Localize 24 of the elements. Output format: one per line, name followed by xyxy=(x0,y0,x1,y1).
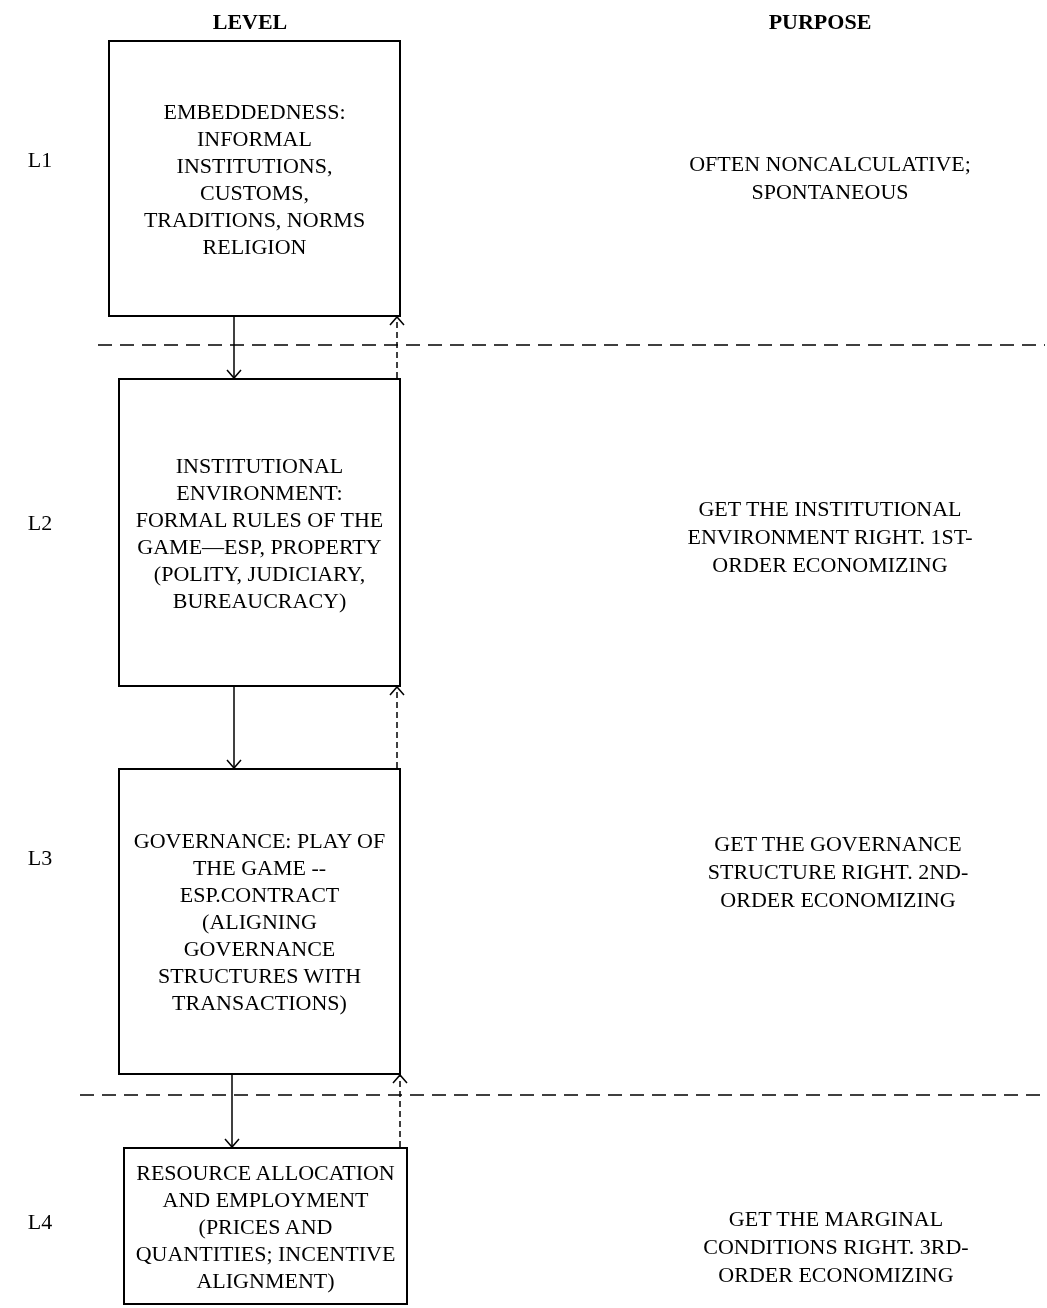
level-label: L4 xyxy=(26,1208,54,1236)
level-box xyxy=(118,768,401,1075)
arrow xyxy=(392,1074,408,1148)
box-text: GOVERNANCE: PLAY OF THE GAME --ESP.CONTRACT (ALIGNING GOVERNANCE STRUCTURES WITH TRANSACTIONS) xyxy=(132,827,387,1016)
arrow xyxy=(389,686,405,769)
box-text: RESOURCE ALLOCATION AND EMPLOYMENT (PRICES AND QUANTITIES; INCENTIVE ALIGNMENT) xyxy=(134,1159,397,1294)
purpose-text: GET THE MARGINAL CONDITIONS RIGHT. 3RD-ORDER ECONOMIZING xyxy=(702,1205,970,1289)
level-label: L1 xyxy=(26,146,54,174)
arrow xyxy=(226,686,242,769)
arrow xyxy=(226,316,242,379)
level-box xyxy=(123,1147,408,1305)
box-text: INSTITUTIONAL ENVIRONMENT: FORMAL RULES OF THE GAME—ESP, PROPERTY (POLITY, JUDICIARY, BUREAUCRACY) xyxy=(134,451,385,614)
arrow xyxy=(224,1074,240,1148)
purpose-text: GET THE GOVERNANCE STRUCTURE RIGHT. 2ND-ORDER ECONOMIZING xyxy=(706,830,970,914)
level-label: L3 xyxy=(26,844,54,872)
level-box xyxy=(108,40,401,317)
column-heading: PURPOSE xyxy=(767,8,873,36)
column-heading: LEVEL xyxy=(211,8,289,36)
box-text: EMBEDDEDNESS: INFORMAL INSTITUTIONS, CUSTOMS, TRADITIONS, NORMS RELIGION xyxy=(142,97,367,260)
arrow xyxy=(389,316,405,379)
purpose-text: OFTEN NONCALCULATIVE; SPONTANEOUS xyxy=(688,150,972,206)
purpose-text: GET THE INSTITUTIONAL ENVIRONMENT RIGHT. 1ST-ORDER ECONOMIZING xyxy=(686,495,974,579)
level-box xyxy=(118,378,401,687)
level-label: L2 xyxy=(26,509,54,537)
